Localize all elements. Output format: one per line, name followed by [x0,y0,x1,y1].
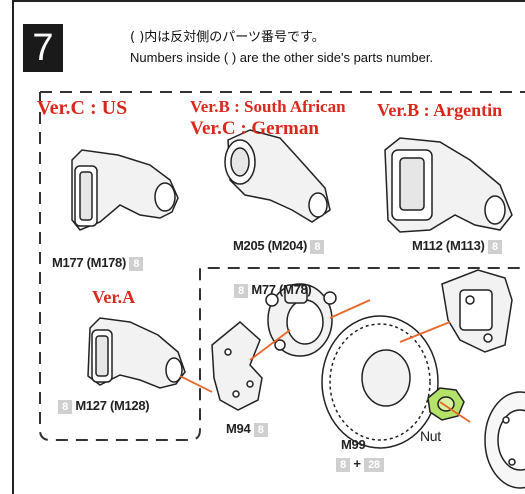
part-number-m112: M112 (M113) [412,238,485,253]
part-label-nut: Nut [420,428,441,444]
note-english: Numbers inside ( ) are the other side's … [130,50,434,65]
part-number-m177: M177 (M178) [52,255,127,270]
part-number-m127: M127 (M128) [75,398,150,413]
sprue-badge: 8 [58,399,72,414]
sprue-badge: 8 [310,239,325,254]
sprue-badge: 8 [234,283,248,298]
instruction-frame [12,0,525,494]
part-label-m77: 8 M77 (M78) [234,282,312,298]
part-number-m205: M205 (M204) [233,238,308,253]
part-number-m94: M94 [226,421,251,436]
caliper-drawing [441,269,513,353]
step-number: 7 [23,24,63,72]
part-label-m177: M177 (M178) 8 [52,255,144,271]
sprue-badge: 28 [363,457,384,472]
part-label-m112: M112 (M113) 8 [412,238,502,254]
version-b-argentine: Ver.B : Argentin [377,100,503,120]
part-label-m127: 8 M127 (M128) [58,398,150,414]
wheel-drawing [484,391,525,489]
part-number-m99: M99 [341,437,366,452]
part-number-m77: M77 (M78) [251,282,312,297]
part-label-m205: M205 (M204) 8 [233,238,325,254]
part-label-m99: M99 [341,437,366,452]
sprue-badge: 8 [129,256,144,271]
outer-dashed-border [39,92,525,441]
plus-sign: + [353,456,361,471]
part-label-m94: M94 8 [226,421,268,437]
assembly-leader-lines [179,299,471,423]
version-a: Ver.A [92,287,136,307]
part-m177-drawing [71,149,179,231]
sprue-badge: 8 [253,422,268,437]
part-m77-drawing [265,283,337,357]
version-c-us: Ver.C : US [37,97,128,119]
version-c-german: Ver.C : German [190,118,319,139]
part-m112-drawing [384,137,513,233]
part-m94-drawing [211,321,263,411]
part-m205-drawing [224,129,331,223]
note-japanese: ( )内は反対側のパーツ番号です。 [130,30,325,45]
part-m99-drawing [321,315,439,449]
sprue-badge: 8 [487,239,502,254]
version-b-south-african: Ver.B : South African [190,97,346,116]
part-m127-drawing [87,317,186,389]
part-label-m99-sprues: 8 + 28 [336,456,384,472]
sprue-badge: 8 [336,457,350,472]
